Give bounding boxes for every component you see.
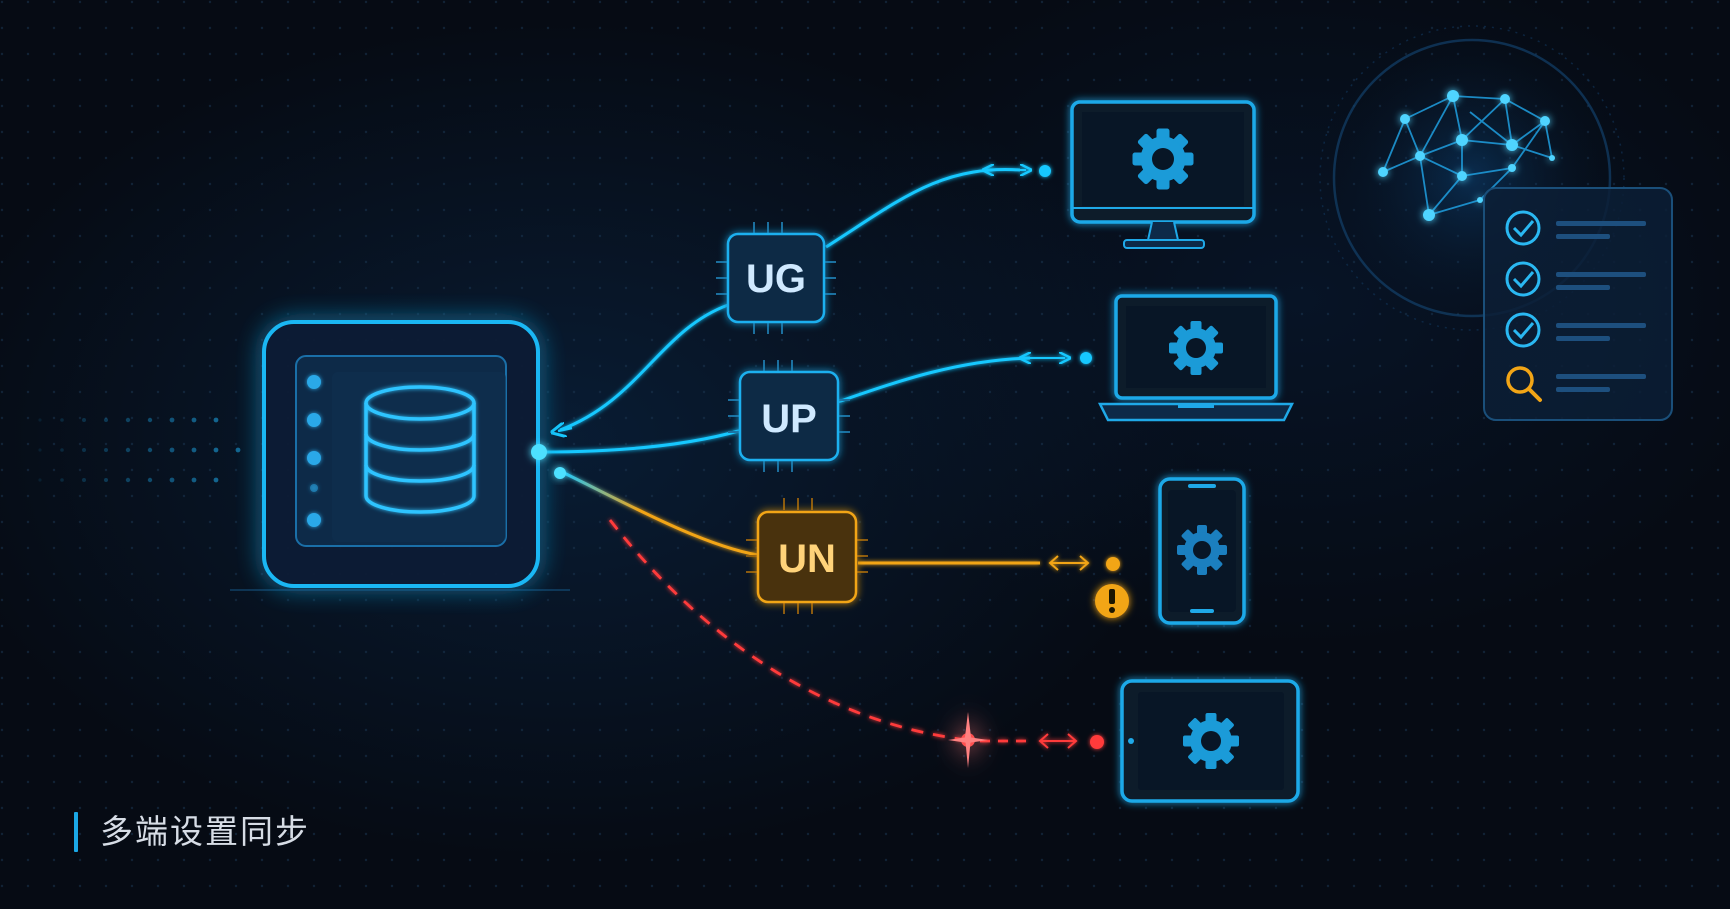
check-row-2 — [1505, 261, 1646, 297]
database-server-icon — [230, 320, 570, 591]
caption: 多端设置同步 — [74, 812, 310, 852]
check-row-1 — [1505, 210, 1646, 246]
chip-ug-label: UG — [746, 257, 806, 301]
un-connection — [561, 470, 1120, 571]
checklist-icon — [1483, 187, 1673, 421]
error-spark — [948, 712, 988, 768]
up-connection — [541, 352, 1092, 454]
warning-icon — [1095, 584, 1129, 618]
caption-text: 多端设置同步 — [100, 812, 310, 851]
chip-up: UP — [728, 360, 850, 472]
magnifier-icon — [1506, 366, 1646, 402]
ug-arrowhead — [558, 428, 573, 431]
gear-icon — [1132, 128, 1194, 190]
chip-ug: UG — [716, 222, 836, 334]
check-row-3 — [1505, 312, 1646, 348]
chip-un: UN — [746, 498, 868, 614]
chip-un-label: UN — [778, 537, 836, 581]
gear-icon — [1169, 321, 1223, 375]
failed-connection — [608, 519, 1104, 749]
gear-icon — [1177, 525, 1227, 575]
caption-accent-bar — [74, 812, 78, 852]
gear-icon — [1183, 713, 1239, 769]
chip-up-label: UP — [761, 397, 817, 441]
left-data-streak — [38, 417, 241, 483]
ug-connection — [559, 165, 1051, 432]
